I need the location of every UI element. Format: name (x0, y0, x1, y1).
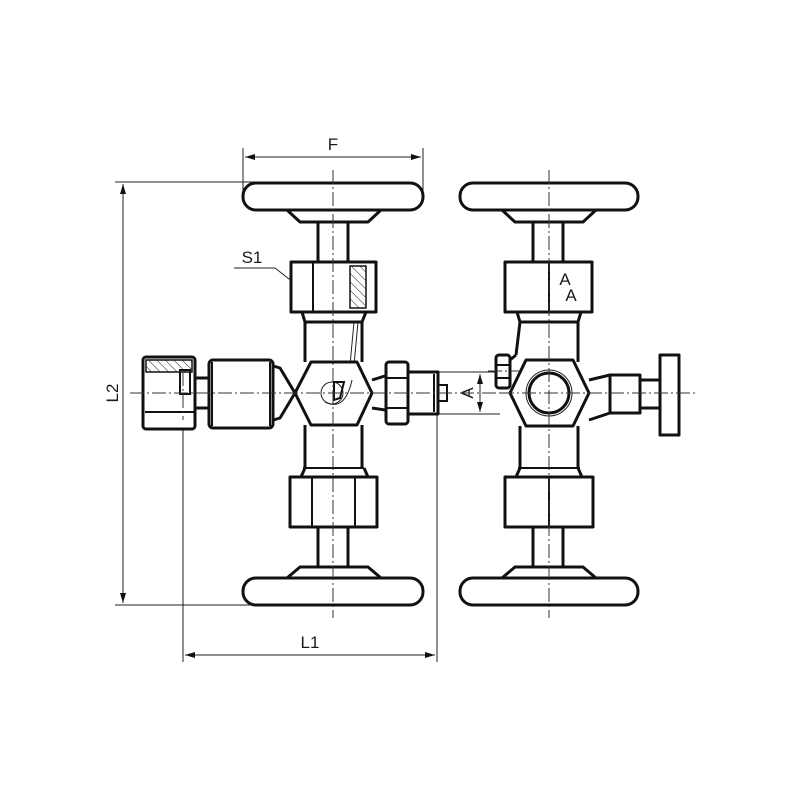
side-handwheel (658, 353, 681, 437)
dimension-label-F: F (328, 135, 338, 154)
dimension-label-L1: L1 (301, 633, 320, 652)
hex-mark-sub: A (565, 286, 577, 305)
right-valve: A A (458, 170, 695, 618)
dimension-label-S1: S1 (242, 248, 263, 267)
left-valve (130, 170, 520, 618)
side-bonnet (608, 373, 642, 415)
hex-mark: A (559, 270, 571, 289)
dimension-A: A (438, 371, 500, 415)
dimension-L1: L1 (182, 415, 438, 662)
dimension-label-L2: L2 (103, 384, 122, 403)
left-union (207, 358, 275, 430)
